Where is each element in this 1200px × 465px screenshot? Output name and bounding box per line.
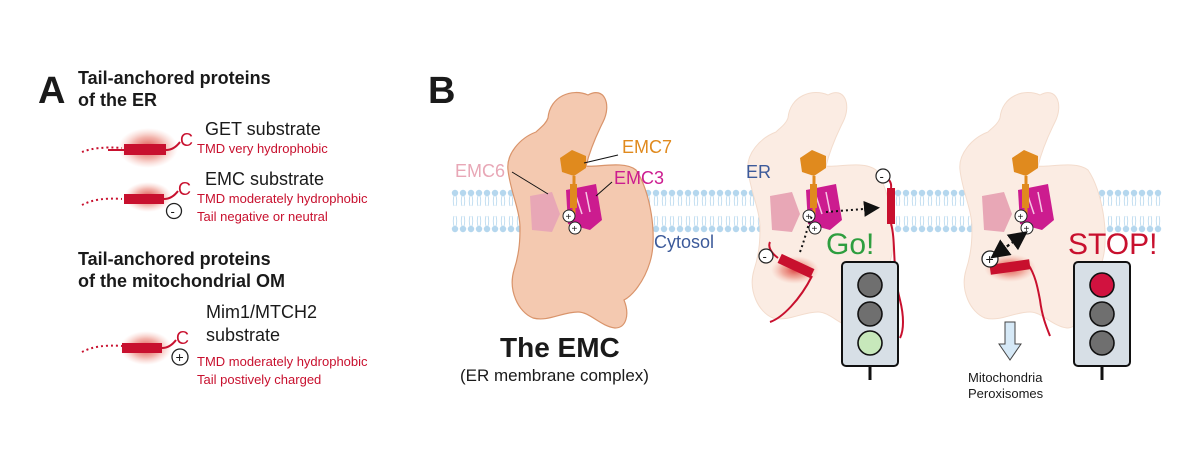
- emc6-label: EMC6: [455, 161, 505, 181]
- cytosol-label: Cytosol: [654, 232, 714, 252]
- mim1-charge: +: [176, 349, 184, 365]
- get-c-terminus: C: [180, 130, 193, 150]
- traffic-light-go-icon: [841, 261, 899, 380]
- om-heading-line1: Tail-anchored proteins: [78, 249, 271, 269]
- positive-charge-icon: [808, 221, 822, 235]
- emc-stop-scenario: + + +: [959, 92, 1106, 361]
- er-label: ER: [746, 162, 771, 182]
- emc-substrate-name: EMC substrate: [205, 169, 324, 189]
- traffic-light-stop-icon: [1073, 261, 1131, 380]
- emc-c-terminus: C: [178, 179, 191, 199]
- go-label: Go!: [826, 228, 874, 261]
- positive-charge-icon: [1014, 209, 1028, 223]
- er-heading-line2: of the ER: [78, 90, 157, 110]
- mim1-name-line1: Mim1/MTCH2: [206, 302, 317, 322]
- emc-substrate-desc2: Tail negative or neutral: [197, 209, 328, 224]
- negative-charge-icon: [758, 248, 774, 264]
- emc-subtitle: (ER membrane complex): [460, 366, 649, 385]
- mim1-c-terminus: C: [176, 328, 189, 348]
- positive-charge-icon: [568, 221, 582, 235]
- emc-plus-1: +: [566, 212, 572, 223]
- emc7-label: EMC7: [622, 137, 672, 157]
- positive-charge-icon: [171, 348, 189, 366]
- go-minus: -: [763, 249, 767, 264]
- emc-title: The EMC: [500, 332, 620, 363]
- om-heading-line2: of the mitochondrial OM: [78, 271, 285, 291]
- panel-a-label: A: [38, 70, 65, 112]
- er-heading-line1: Tail-anchored proteins: [78, 68, 271, 88]
- destination-peroxisomes: Peroxisomes: [968, 386, 1044, 401]
- emc-substrate-diagram: C -: [81, 179, 191, 220]
- mim1-desc1: TMD moderately hydrophobic: [197, 354, 368, 369]
- stop-plus-2: +: [1024, 224, 1030, 235]
- stop-label: STOP!: [1068, 228, 1157, 261]
- inserted-minus: -: [880, 169, 884, 184]
- destination-mitochondria: Mitochondria: [968, 370, 1043, 385]
- panel-b-label: B: [428, 70, 455, 112]
- get-substrate-name: GET substrate: [205, 119, 321, 139]
- go-plus-1: +: [806, 212, 812, 223]
- emc-substrate-desc1: TMD moderately hydrophobic: [197, 191, 368, 206]
- go-plus-2: +: [812, 224, 818, 235]
- emc-structure: + +: [507, 91, 654, 329]
- stop-plus-substrate: +: [986, 251, 994, 267]
- emc-charge: -: [171, 204, 175, 219]
- mim1-name-line2: substrate: [206, 325, 280, 345]
- emc3-label: EMC3: [614, 168, 664, 188]
- mim1-substrate-diagram: C +: [81, 328, 189, 366]
- get-substrate-desc: TMD very hydrophobic: [197, 141, 328, 156]
- positive-charge-icon: [562, 209, 576, 223]
- negative-charge-icon: [165, 202, 183, 220]
- get-substrate-diagram: C: [81, 128, 193, 168]
- stop-plus-1: +: [1018, 212, 1024, 223]
- mim1-desc2: Tail postively charged: [197, 372, 321, 387]
- emc-plus-2: +: [572, 224, 578, 235]
- negative-charge-icon: [875, 168, 891, 184]
